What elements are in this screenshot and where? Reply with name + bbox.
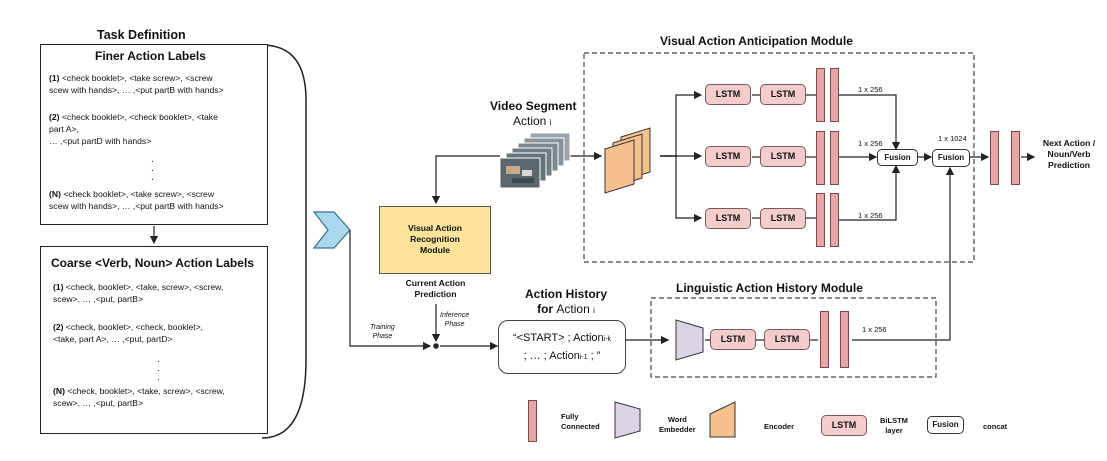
legend-word-embedder-shape [614, 401, 641, 439]
training-phase-label: Training Phase [370, 324, 395, 340]
coarse-item-n: (N) <check, booklet>, <take, screw>, <sc… [53, 386, 225, 408]
legend-concat-label: concat [983, 422, 1008, 431]
task-bracket [261, 44, 307, 439]
encoder-shape [604, 127, 651, 194]
lstm-mid-1: LSTM [705, 146, 751, 167]
coarse-item-1: (1) <check, booklet>, <take, screw>, <sc… [53, 282, 224, 304]
training-phase-line [349, 230, 432, 351]
task-definition-title: Task Definition [97, 28, 186, 42]
finer-labels-title: Finer Action Labels [95, 49, 206, 63]
lstm-ling-1: LSTM [710, 329, 756, 350]
chevron-arrow-icon [312, 211, 351, 249]
fc-top-2 [830, 68, 839, 122]
fusion-final: Fusion [932, 149, 970, 167]
video-to-recognition-line [431, 155, 500, 205]
recognition-line1: Visual Action [408, 223, 462, 233]
legend-encoder-shape [709, 401, 736, 438]
fc-final-2 [1011, 131, 1020, 185]
fc-top-1 [816, 68, 825, 122]
video-segment-action: Action i [513, 114, 552, 128]
coarse-ellipsis: ... [157, 354, 160, 383]
current-action-prediction: Current Action Prediction [405, 278, 466, 299]
legend-encoder-label: Encoder [764, 422, 795, 431]
dim-ling: 1 x 256 [862, 325, 887, 334]
lstm-ling-2: LSTM [764, 329, 810, 350]
word-embedder-shape [675, 319, 704, 361]
legend-lstm-shape: LSTM [821, 415, 867, 436]
lstm-top-2: LSTM [760, 84, 806, 105]
legend-fc-shape [528, 400, 537, 442]
fc-ling-2 [840, 311, 849, 368]
finer-item-2: (2) <check booklet>, <check booklet>, <t… [49, 112, 218, 146]
fc-bot-1 [816, 193, 825, 247]
legend-fusion-shape: Fusion [927, 416, 964, 434]
finer-labels-box: Finer Action Labels (1) <check booklet>,… [40, 44, 268, 225]
finer-ellipsis: ... [151, 154, 154, 183]
action-history-box: “<START> ; Actioni-k ; … ; Actioni-1 ; ” [498, 320, 626, 374]
video-frames [499, 132, 571, 189]
fc-mid-2 [830, 131, 839, 185]
finer-item-1: (1) <check booklet>, <take screw>, <scre… [49, 73, 224, 95]
coarse-labels-box: Coarse <Verb, Noun> Action Labels (1) <c… [40, 246, 268, 434]
finer-item-n: (N) <check booklet>, <take screw>, <scre… [49, 189, 224, 211]
fc-ling-1 [820, 311, 829, 368]
coarse-item-2: (2) <check, booklet>, <check, booklet>, … [53, 322, 204, 344]
coarse-labels-title: Coarse <Verb, Noun> Action Labels [51, 256, 254, 270]
dim-bot: 1 x 256 [858, 211, 883, 220]
visual-action-recognition-module: Visual Action Recognition Module [379, 206, 491, 274]
fc-bot-2 [830, 193, 839, 247]
switch-dot [433, 343, 439, 349]
linguistic-module-border [650, 297, 937, 378]
lstm-top-1: LSTM [705, 84, 751, 105]
fc-final-1 [990, 131, 999, 185]
video-segment-title: Video Segment [490, 99, 577, 113]
fc-mid-1 [816, 131, 825, 185]
next-action-output: Next Action / Noun/Verb Prediction [1042, 138, 1096, 170]
fusion-visual: Fusion [877, 149, 918, 166]
lstm-bot-1: LSTM [705, 208, 751, 229]
dim-1024: 1 x 1024 [938, 134, 967, 143]
lstm-mid-2: LSTM [760, 146, 806, 167]
action-history-title: Action History for Action i [524, 287, 607, 316]
inference-phase-label: Inference Phase [440, 312, 470, 328]
dim-mid: 1 x 256 [858, 139, 883, 148]
dim-top: 1 x 256 [858, 85, 883, 94]
recognition-line2: Recognition [410, 234, 460, 244]
visual-module-border [583, 52, 975, 263]
linguistic-module-title: Linguistic Action History Module [676, 281, 863, 295]
visual-module-title: Visual Action Anticipation Module [660, 34, 853, 48]
lstm-bot-2: LSTM [760, 208, 806, 229]
recognition-line3: Module [419, 245, 451, 255]
